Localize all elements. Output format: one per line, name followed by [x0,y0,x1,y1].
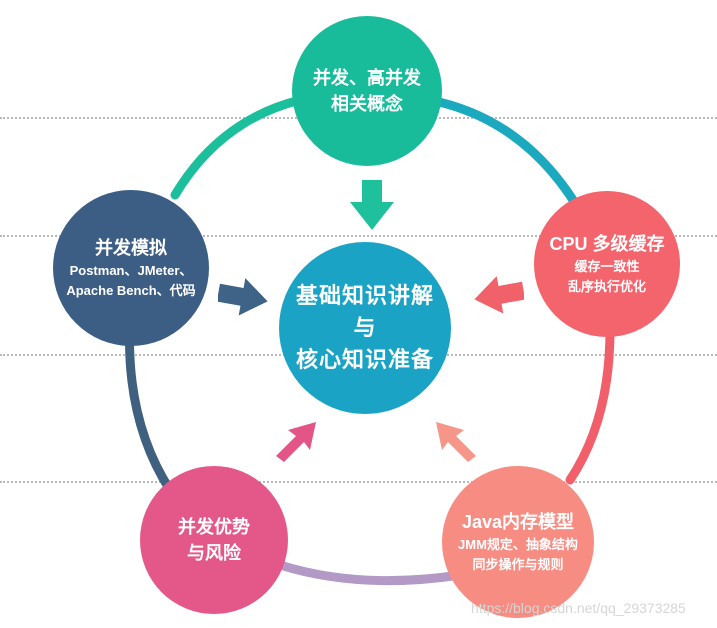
center-line-2: 与 [353,315,377,340]
node-subtitle-1: 缓存一致性 [574,259,640,274]
arrow-down-icon [350,180,394,230]
node-concurrency-concepts: 并发、高并发 相关概念 [292,16,442,166]
node-subtitle: 与风险 [187,543,241,563]
center-line-1: 基础知识讲解 [295,283,434,308]
node-title: 并发优势 [178,517,250,537]
watermark: https://blog.csdn.net/qq_29373285 [471,600,686,616]
dotted-guide-line [0,481,717,483]
node-java-memory-model: Java内存模型 JMM规定、抽象结构 同步操作与规则 [442,466,594,618]
node-subtitle-1: Postman、JMeter、 [69,263,193,278]
node-title: 并发、高并发 [313,68,421,88]
dotted-guide-line [0,235,717,237]
ring-segment-top-right [425,95,590,225]
node-concurrency-simulation: 并发模拟 Postman、JMeter、 Apache Bench、代码 [53,190,209,346]
node-subtitle-2: 同步操作与规则 [472,557,564,572]
ring-segment-bottom [275,560,465,586]
node-subtitle-1: JMM规定、抽象结构 [458,537,578,552]
center-line-3: 核心知识准备 [295,347,434,372]
node-title: Java内存模型 [461,512,575,532]
ring-segment-left-top [170,95,305,200]
node-cpu-cache: CPU 多级缓存 缓存一致性 乱序执行优化 [534,191,680,337]
arrow-left-icon [474,276,524,314]
center-node: 基础知识讲解 与 核心知识准备 [279,242,451,414]
node-concurrency-risks: 并发优势 与风险 [140,466,288,614]
node-subtitle: 相关概念 [331,94,403,114]
node-title: 并发模拟 [95,238,167,258]
node-subtitle-2: 乱序执行优化 [567,279,646,294]
arrow-up-left-icon [436,422,476,462]
arrow-right-icon [218,278,268,316]
ring-segment-right-bottom-right [565,325,615,485]
node-title: CPU 多级缓存 [549,234,665,254]
node-subtitle-2: Apache Bench、代码 [66,283,196,298]
arrow-up-right-icon [276,422,316,462]
